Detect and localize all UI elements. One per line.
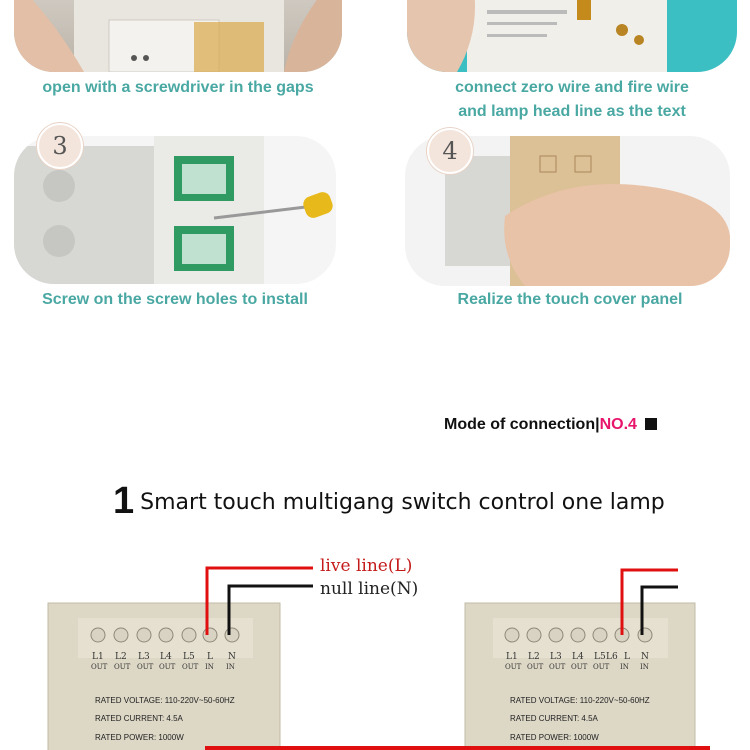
left-terminal-sub-5: OUT — [182, 663, 199, 671]
right-terminal-l6: L6 — [606, 652, 618, 662]
left-terminal-l5: L5 — [183, 652, 195, 662]
mode-of-connection-heading: Mode of connection|NO.4 — [444, 416, 657, 434]
right-terminal-sub-6: IN — [620, 663, 629, 671]
left-terminal-screws — [90, 627, 240, 643]
right-rated-power: RATED POWER: 1000W — [510, 733, 599, 742]
left-terminal-sub-7: IN — [226, 663, 235, 671]
left-terminal-sub-4: OUT — [159, 663, 176, 671]
step-4-illustration — [445, 136, 730, 286]
right-terminal-n: N — [641, 652, 649, 662]
right-terminal-l1: L1 — [506, 652, 518, 662]
step-3-illustration — [14, 136, 333, 284]
right-rated-voltage: RATED VOLTAGE: 110-220V~50-60HZ — [510, 696, 650, 705]
left-ratings: RATED VOLTAGE: 110-220V~50-60HZ RATED CU… — [95, 696, 235, 742]
left-rated-voltage: RATED VOLTAGE: 110-220V~50-60HZ — [95, 696, 235, 705]
left-terminal-l3: L3 — [138, 652, 150, 662]
step-2-photo — [407, 0, 737, 72]
right-terminal-labels: L1 L2 L3 L4 L5 L6 L N OUT OUT OUT OUT OU… — [505, 652, 649, 671]
live-line-label: live line(L) — [320, 556, 413, 576]
right-terminal-l2: L2 — [528, 652, 540, 662]
left-terminal-l: L — [207, 652, 213, 662]
right-rated-current: RATED CURRENT: 4.5A — [510, 714, 599, 723]
left-terminal-sub-1: OUT — [91, 663, 108, 671]
left-rated-current: RATED CURRENT: 4.5A — [95, 714, 184, 723]
square-icon — [644, 418, 657, 430]
left-terminal-n: N — [228, 652, 236, 662]
step-1-illustration — [14, 0, 342, 72]
null-wire-right — [640, 585, 678, 635]
right-terminal-sub-2: OUT — [527, 663, 544, 671]
right-terminal-sub-3: OUT — [549, 663, 566, 671]
step-3-caption: Screw on the screw holes to install — [42, 291, 308, 308]
right-terminal-sub-4: OUT — [571, 663, 588, 671]
left-terminal-l2: L2 — [115, 652, 127, 662]
left-terminal-sub-3: OUT — [137, 663, 154, 671]
right-terminal-sub-1: OUT — [505, 663, 522, 671]
mode-number: NO.4 — [599, 416, 637, 433]
left-terminal-l4: L4 — [160, 652, 172, 662]
right-terminal-l4: L4 — [572, 652, 584, 662]
diagram-title-text: Smart touch multigang switch control one… — [140, 490, 665, 515]
step-1-caption: open with a screwdriver in the gaps — [42, 79, 314, 96]
step-3-number-badge: 3 — [37, 123, 83, 169]
left-terminal-l1: L1 — [92, 652, 104, 662]
right-terminal-l3: L3 — [550, 652, 562, 662]
right-terminal-l5: L5 — [594, 652, 606, 662]
left-rated-power: RATED POWER: 1000W — [95, 733, 184, 742]
live-wire-right — [620, 568, 678, 635]
right-terminal-sub-7: IN — [640, 663, 649, 671]
left-terminal-sub-2: OUT — [114, 663, 131, 671]
step-2-caption-line-2: and lamp head line as the text — [458, 103, 686, 120]
step-4-caption: Realize the touch cover panel — [457, 291, 683, 308]
mode-label: Mode of connection — [444, 416, 596, 433]
left-terminal-labels: L1 L2 L3 L4 L5 L N OUT OUT OUT OUT OUT I… — [91, 652, 236, 671]
live-wire-left — [205, 566, 313, 635]
step-1-photo — [14, 0, 342, 72]
right-terminal-sub-5: OUT — [593, 663, 610, 671]
right-ratings: RATED VOLTAGE: 110-220V~50-60HZ RATED CU… — [510, 696, 650, 742]
step-4-number-badge: 4 — [427, 128, 473, 174]
null-line-label: null line(N) — [320, 579, 419, 599]
left-terminal-sub-6: IN — [205, 663, 214, 671]
step-2-illustration — [407, 0, 667, 72]
diagram-number: 1 — [113, 480, 135, 522]
mode-separator: | — [595, 416, 600, 433]
null-wire-left — [227, 584, 313, 635]
right-terminal-l: L — [624, 652, 630, 662]
step-2-caption-line-1: connect zero wire and fire wire — [455, 79, 689, 96]
